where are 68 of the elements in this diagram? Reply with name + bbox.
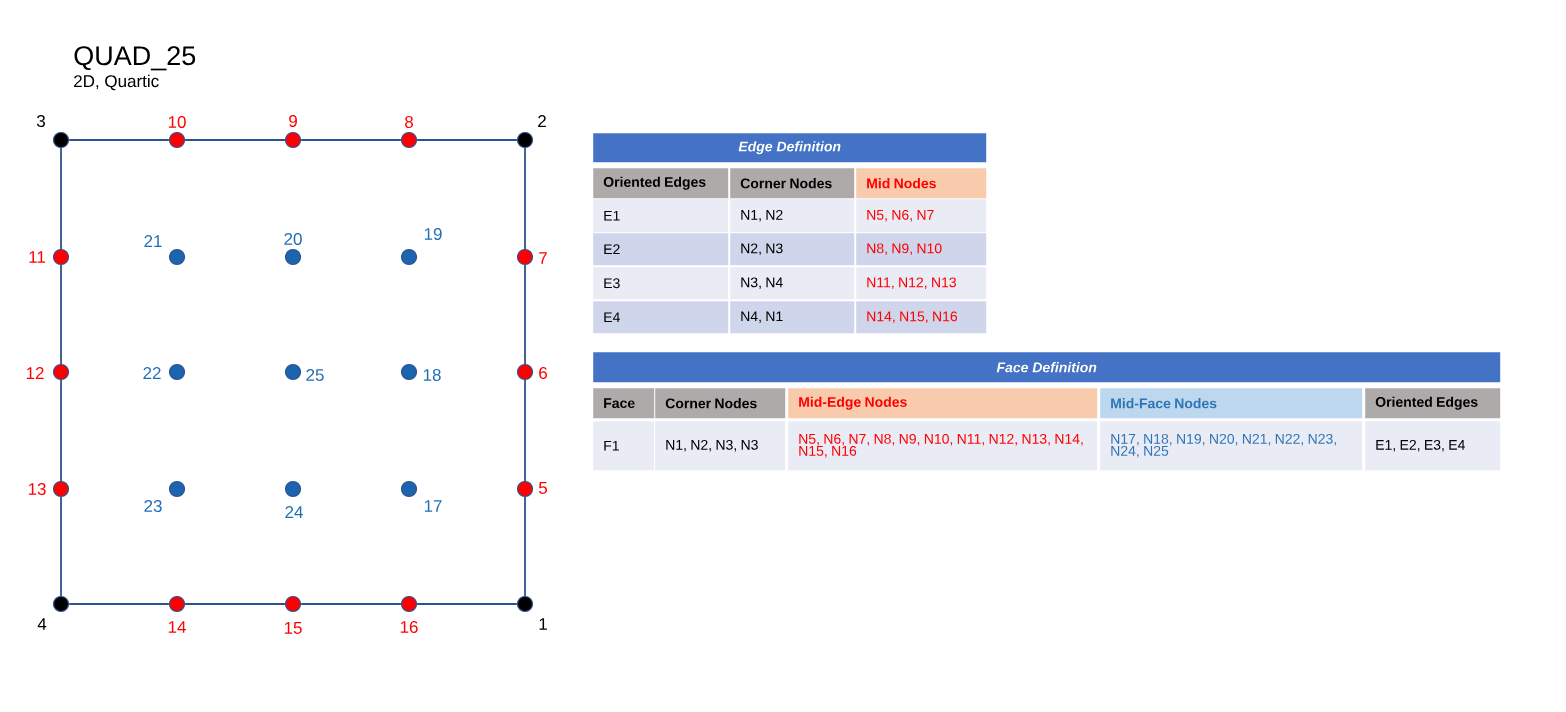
edge-line [68, 603, 170, 605]
table-header-cell: Mid Nodes [856, 168, 987, 199]
node-number: 21 [144, 235, 162, 247]
table-cell: N3, N4 [730, 267, 855, 300]
edge-line [184, 603, 286, 605]
node-number: 10 [168, 116, 186, 128]
edge-line [60, 496, 62, 597]
edge-line [60, 379, 62, 482]
table-cell: N5, N6, N7 [856, 199, 987, 233]
node-number: 23 [144, 499, 162, 512]
table-cell: N17, N18, N19, N20, N21, N22, N23, N24, N25 [1100, 421, 1363, 471]
table-cell: E3 [593, 267, 729, 300]
node-number: 13 [28, 483, 46, 495]
table-header-cell: Mid-Edge Nodes [788, 388, 1098, 419]
table-cell: N5, N6, N7, N8, N9, N10, N11, N12, N13, N14, N15, N16 [788, 421, 1098, 471]
edge-line [68, 139, 170, 141]
title: QUAD_25 [74, 46, 196, 71]
table-cell: E1 [593, 199, 729, 233]
table-header-cell: Oriented Edges [1365, 388, 1501, 419]
node-number: 3 [36, 115, 45, 127]
node-number: 20 [284, 233, 302, 245]
table-title-bar: Edge Definition [593, 133, 987, 163]
table-cell: N1, N2 [730, 199, 855, 233]
node-number: 1 [539, 618, 547, 630]
table-cell: F1 [593, 421, 655, 471]
table-cell: N14, N15, N16 [856, 301, 987, 334]
node-number: 7 [539, 252, 547, 264]
node-number: 6 [539, 367, 547, 379]
edge-line [524, 147, 526, 250]
node-number: 22 [143, 367, 161, 379]
node-number: 15 [284, 622, 302, 634]
edge-line [416, 603, 518, 605]
table-header-cell: Oriented Edges [593, 168, 729, 199]
node-number: 16 [400, 620, 418, 633]
node-number: 2 [538, 115, 546, 127]
table-header-cell: Face [593, 388, 655, 419]
node-number: 24 [285, 506, 303, 518]
edge-line [524, 496, 526, 597]
node-number: 8 [405, 116, 413, 128]
node-number: 9 [289, 115, 297, 127]
table-header-cell: Mid-Face Nodes [1100, 388, 1363, 419]
edge-line [60, 264, 62, 365]
table-cell: N11, N12, N13 [856, 267, 987, 300]
table-cell: N2, N3 [730, 233, 855, 266]
node-number: 12 [26, 367, 44, 379]
node-number: 14 [168, 621, 186, 633]
node-number: 4 [37, 618, 47, 630]
node-number: 5 [538, 482, 547, 494]
edge-line [300, 603, 402, 605]
edge-line [184, 139, 286, 141]
node-number: 17 [424, 500, 442, 512]
subtitle: 2D, Quartic [74, 74, 159, 91]
table-cell: N8, N9, N10 [856, 233, 987, 266]
node-number: 19 [424, 228, 442, 240]
node-number: 18 [423, 369, 441, 381]
table-cell: E2 [593, 233, 729, 266]
edge-line [300, 139, 402, 141]
table-title-bar: Face Definition [593, 352, 1501, 383]
edge-line [416, 139, 518, 141]
edge-line [524, 379, 526, 482]
edge-line [60, 147, 62, 250]
node-number: 11 [29, 251, 45, 263]
table-header-cell: Corner Nodes [730, 168, 855, 199]
table-cell: N4, N1 [730, 301, 855, 334]
table-cell: E4 [593, 301, 729, 334]
table-cell: E1, E2, E3, E4 [1365, 421, 1501, 471]
node-number: 25 [306, 369, 324, 381]
edge-line [524, 264, 526, 365]
